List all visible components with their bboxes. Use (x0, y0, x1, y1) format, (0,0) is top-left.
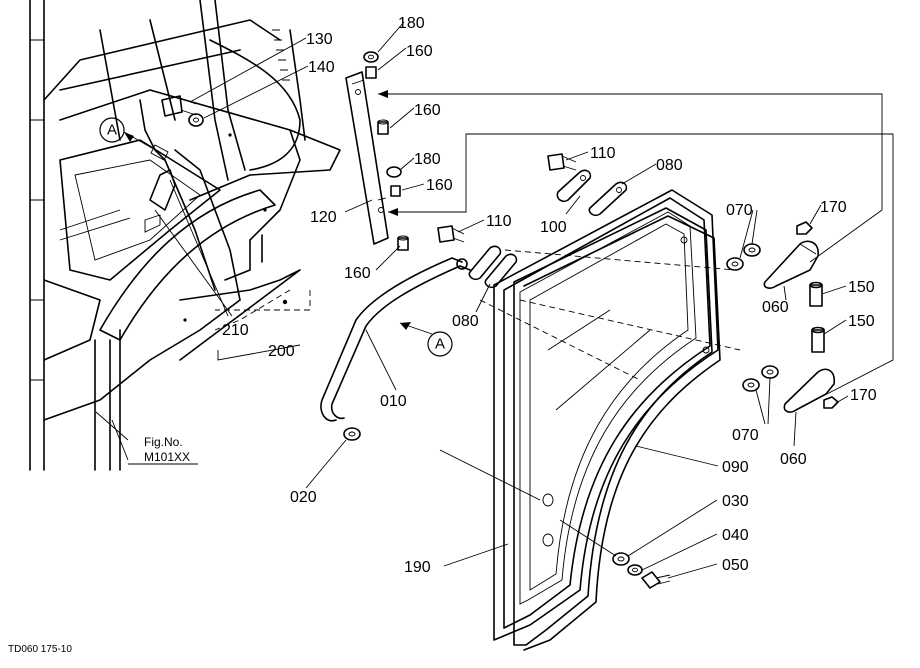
callout-150: 150 (848, 279, 875, 296)
fig-no-label: Fig.No. (144, 435, 183, 449)
pin-150-upper (809, 281, 823, 307)
washer-070-upper (726, 243, 761, 271)
callout-160: 160 (426, 177, 453, 194)
center-lines (439, 449, 617, 557)
hinge-plate-080-lower (468, 245, 518, 289)
callout-200: 200 (268, 343, 295, 360)
flow-line-lower (388, 133, 894, 396)
callout-210: 210 (222, 322, 249, 339)
bolt-110-upper (547, 153, 577, 171)
hinge-plate-080-upper (588, 181, 628, 217)
washer-070-lower (742, 365, 779, 392)
washer-180-mid (386, 166, 402, 178)
callout-190: 190 (404, 559, 431, 576)
callout-160: 160 (344, 265, 371, 282)
callout-060: 060 (780, 451, 807, 468)
svg-text:A: A (435, 336, 445, 353)
washer-020 (343, 427, 361, 441)
callout-080: 080 (656, 157, 683, 174)
fig-no-value: M101XX (144, 450, 190, 464)
figure-reference: Fig.No. M101XX (128, 435, 198, 465)
cab-frame (29, 0, 341, 471)
marker-a-top: A (99, 117, 153, 149)
callout-120: 120 (310, 209, 337, 226)
callout-010: 010 (380, 393, 407, 410)
hinge-plate-100 (556, 169, 592, 203)
bolt-050 (641, 571, 671, 589)
callout-110: 110 (486, 213, 512, 230)
latch-060-lower (783, 368, 836, 413)
nut-170-lower (823, 396, 839, 409)
callout-080: 080 (452, 313, 479, 330)
leader-lines (95, 21, 849, 579)
callout-170: 170 (820, 199, 847, 216)
axis-lines (479, 249, 741, 381)
washer-040 (627, 564, 643, 576)
washer-030 (612, 552, 630, 566)
bushing-160-lower (390, 185, 401, 197)
bushing-160-top (365, 66, 377, 79)
callout-040: 040 (722, 527, 749, 544)
door-glass-190 (493, 189, 719, 641)
rail-120 (345, 71, 389, 245)
washer-180-top (363, 51, 379, 63)
bushing-160-bottom (397, 235, 409, 251)
callout-090: 090 (722, 459, 749, 476)
callout-180: 180 (398, 15, 425, 32)
callout-160: 160 (406, 43, 433, 60)
bushing-160-mid (377, 119, 389, 135)
callout-050: 050 (722, 557, 749, 574)
callout-160: 160 (414, 102, 441, 119)
callout-140: 140 (308, 59, 335, 76)
callout-130: 130 (306, 31, 333, 48)
flow-line-upper (378, 93, 883, 263)
drawing-code: TD060 175-10 (8, 644, 72, 655)
nut-170-upper (796, 221, 813, 235)
washer-140 (188, 113, 204, 127)
callout-100: 100 (540, 219, 567, 236)
marker-a-bottom: A (399, 322, 453, 357)
callout-020: 020 (290, 489, 317, 506)
callout-110: 110 (590, 145, 616, 162)
latch-060-upper (763, 240, 819, 289)
svg-text:A: A (107, 122, 117, 139)
callout-labels: 180 160 130 140 160 180 160 120 160 110 … (222, 15, 877, 576)
callout-150: 150 (848, 313, 875, 330)
pin-150-lower (811, 326, 825, 353)
callout-060: 060 (762, 299, 789, 316)
callout-070: 070 (726, 202, 753, 219)
weatherstrip-090 (513, 207, 721, 651)
callout-030: 030 (722, 493, 749, 510)
callout-070: 070 (732, 427, 759, 444)
callout-170: 170 (850, 387, 877, 404)
bolt-110-lower (437, 225, 465, 243)
handrail-010 (320, 257, 471, 422)
callout-180: 180 (414, 151, 441, 168)
